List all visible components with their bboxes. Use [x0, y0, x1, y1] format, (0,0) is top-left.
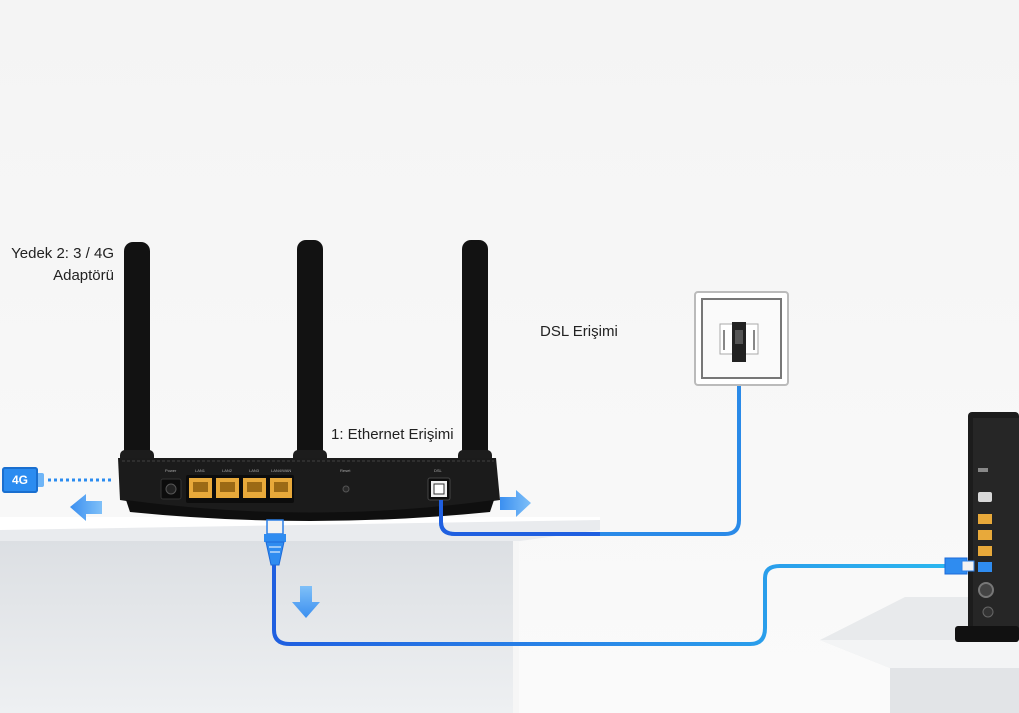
port-label-power: Power — [165, 468, 177, 473]
reset-button — [342, 485, 350, 493]
cables — [272, 356, 1019, 646]
port-label-lan1: LAN1 — [195, 468, 206, 473]
port-label-reset: Reset — [340, 468, 351, 473]
router-antennas — [120, 240, 492, 470]
port-label-lan2: LAN2 — [222, 468, 233, 473]
ethernet-access-label: 1: Ethernet Erişimi — [331, 426, 454, 443]
4g-adapter-icon: 4G — [2, 467, 44, 493]
dsl-access-label: DSL Erişimi — [540, 323, 618, 340]
port-label-dsl: DSL — [434, 468, 443, 473]
router: Power LAN1 LAN2 LAN3 LAN4/WAN Reset DSL — [118, 458, 500, 521]
arrow-down-icon — [292, 586, 320, 618]
port-label-lan4wan: LAN4/WAN — [271, 468, 291, 473]
backup-4g-label: Yedek 2: 3 / 4G Adaptörü — [11, 245, 114, 284]
arrow-left-icon — [70, 494, 102, 521]
ethernet-cable — [272, 564, 945, 646]
wall-jack-icon — [694, 291, 789, 386]
port-label-lan3: LAN3 — [249, 468, 260, 473]
lan-ports — [186, 475, 294, 503]
arrow-right-icon — [500, 490, 531, 517]
modem-icon — [944, 412, 1019, 642]
main-shelf — [0, 517, 600, 713]
ethernet-plug-icon — [264, 519, 286, 566]
